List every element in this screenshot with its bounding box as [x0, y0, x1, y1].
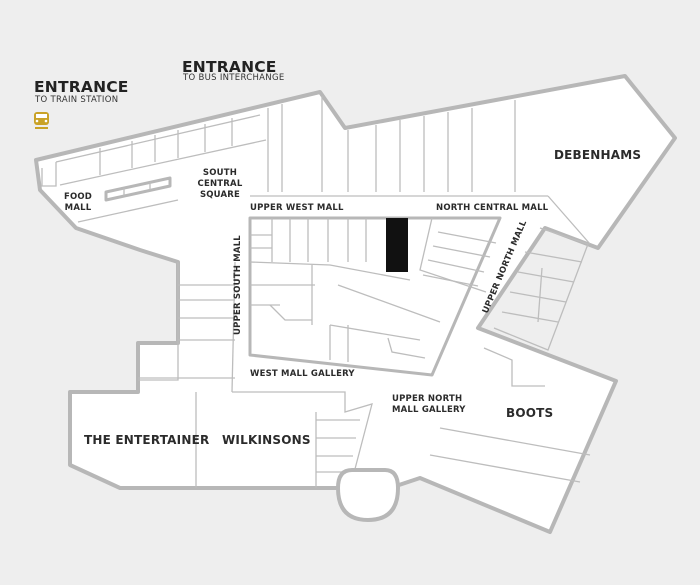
upper-west-mall-label: UPPER WEST MALL: [250, 203, 344, 213]
central-block: [248, 216, 502, 377]
central-block-units: [249, 217, 497, 362]
store-boots[interactable]: BOOTS: [506, 406, 554, 420]
boots-unit: [429, 347, 591, 483]
train-entrance-subtitle: TO TRAIN STATION: [35, 95, 119, 105]
train-entrance-title: ENTRANCE: [34, 78, 129, 96]
highlighted-unit[interactable]: [386, 218, 408, 272]
north-wing-units: [250, 96, 548, 197]
rotunda: [336, 468, 400, 522]
bus-entrance-title: ENTRANCE: [182, 58, 277, 76]
store-wilkinsons[interactable]: WILKINSONS: [222, 433, 311, 447]
train-icon: [34, 112, 49, 129]
store-the-entertainer[interactable]: THE ENTERTAINER: [84, 433, 210, 447]
upper-south-mall-label: UPPER SOUTH MALL: [233, 235, 243, 335]
debenhams-unit: [547, 195, 591, 245]
left-wing-units: [41, 114, 267, 223]
lower-left-units: [138, 261, 373, 489]
upper-north-mall-units: [493, 227, 589, 351]
bus-entrance-subtitle: TO BUS INTERCHANGE: [183, 73, 285, 83]
north-central-mall-label: NORTH CENTRAL MALL: [436, 203, 549, 213]
store-debenhams[interactable]: DEBENHAMS: [554, 148, 642, 162]
west-mall-gallery-label: WEST MALL GALLERY: [250, 369, 355, 379]
